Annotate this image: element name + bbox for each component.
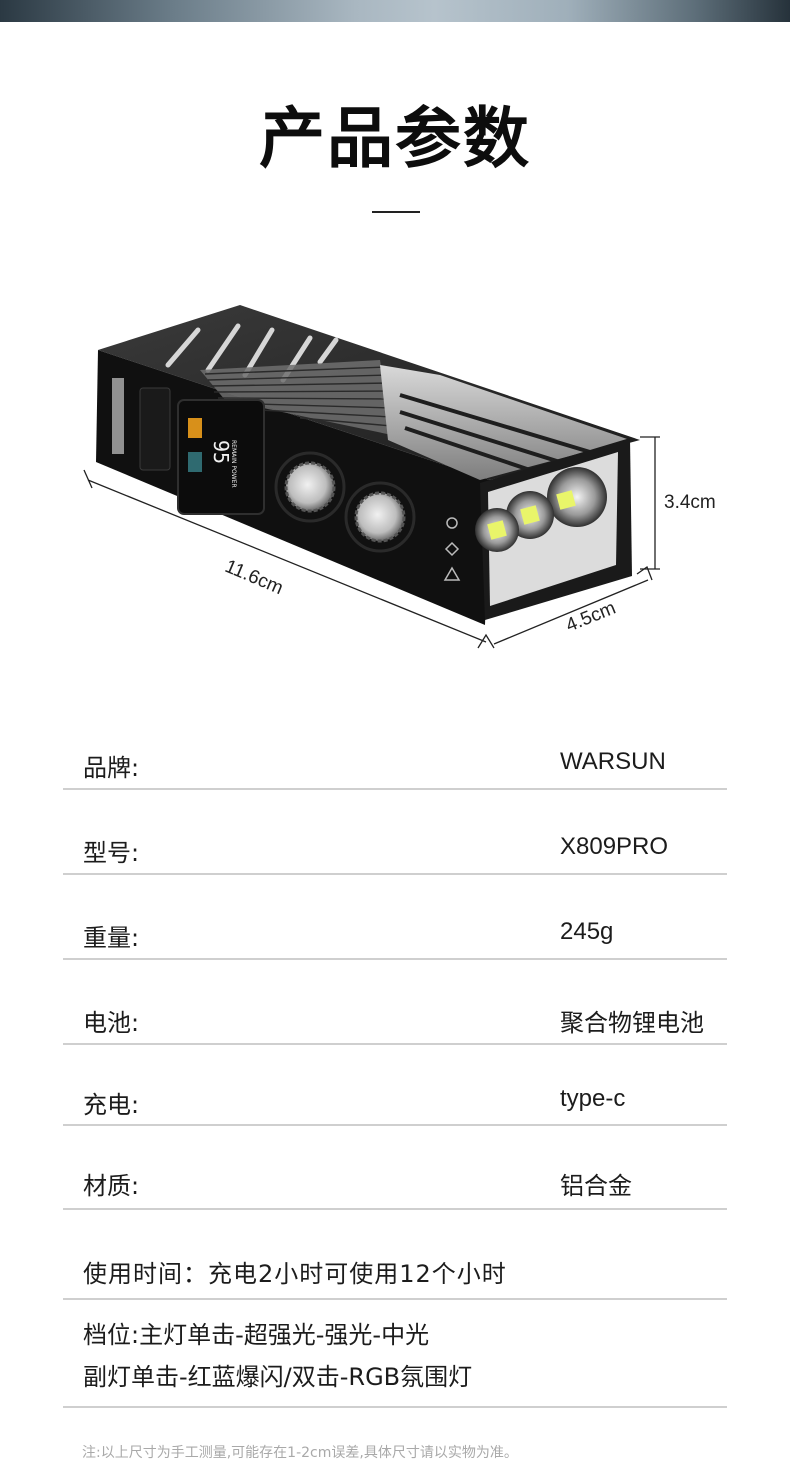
- flashlight-illustration: 95 REMAIN POWER: [83, 305, 660, 649]
- spec-value: 铝合金: [560, 1173, 632, 1200]
- modes-sub-light: 副灯单击-红蓝爆闪/双击-RGB氛围灯: [83, 1363, 473, 1391]
- spec-value: 245g: [560, 918, 614, 945]
- divider: [63, 1298, 727, 1300]
- length-dimension-line: [87, 479, 487, 643]
- spec-label: 重量:: [83, 924, 140, 952]
- spec-label: 充电:: [83, 1091, 140, 1119]
- spec-label: 型号:: [83, 839, 140, 867]
- spec-label: 品牌:: [83, 754, 140, 782]
- spec-row-weight: 重量: 245g: [63, 875, 727, 960]
- spec-row-material: 材质: 铝合金: [63, 1126, 727, 1210]
- spec-row-battery: 电池: 聚合物锂电池: [63, 960, 727, 1045]
- svg-text:REMAIN POWER: REMAIN POWER: [230, 440, 237, 488]
- top-gradient-band: [0, 0, 790, 22]
- spec-row-brand: 品牌: WARSUN: [63, 740, 727, 790]
- width-dimension-line: [493, 579, 649, 645]
- display-percentage: 95: [209, 440, 233, 464]
- spec-label: 材质:: [83, 1172, 140, 1200]
- spec-label: 电池:: [83, 1009, 140, 1037]
- divider: [63, 1406, 727, 1408]
- spec-value: WARSUN: [560, 748, 666, 775]
- spec-value: type-c: [560, 1085, 626, 1112]
- height-label: 3.4cm: [664, 492, 716, 513]
- product-image: 95 REMAIN POWER: [0, 290, 790, 670]
- spec-row-charging: 充电: type-c: [63, 1045, 727, 1126]
- page-title: 产品参数: [259, 100, 531, 177]
- modes-main-light: 档位:主灯单击-超强光-强光-中光: [83, 1321, 430, 1349]
- spec-value: 聚合物锂电池: [560, 1010, 704, 1037]
- spec-row-model: 型号: X809PRO: [63, 790, 727, 875]
- spec-value: X809PRO: [560, 833, 669, 860]
- usage-time: 使用时间：充电2小时可使用12个小时: [83, 1260, 507, 1288]
- title-underline: [372, 211, 420, 213]
- measurement-footnote: 注:以上尺寸为手工测量,可能存在1-2cm误差,具体尺寸请以实物为准。: [82, 1445, 518, 1461]
